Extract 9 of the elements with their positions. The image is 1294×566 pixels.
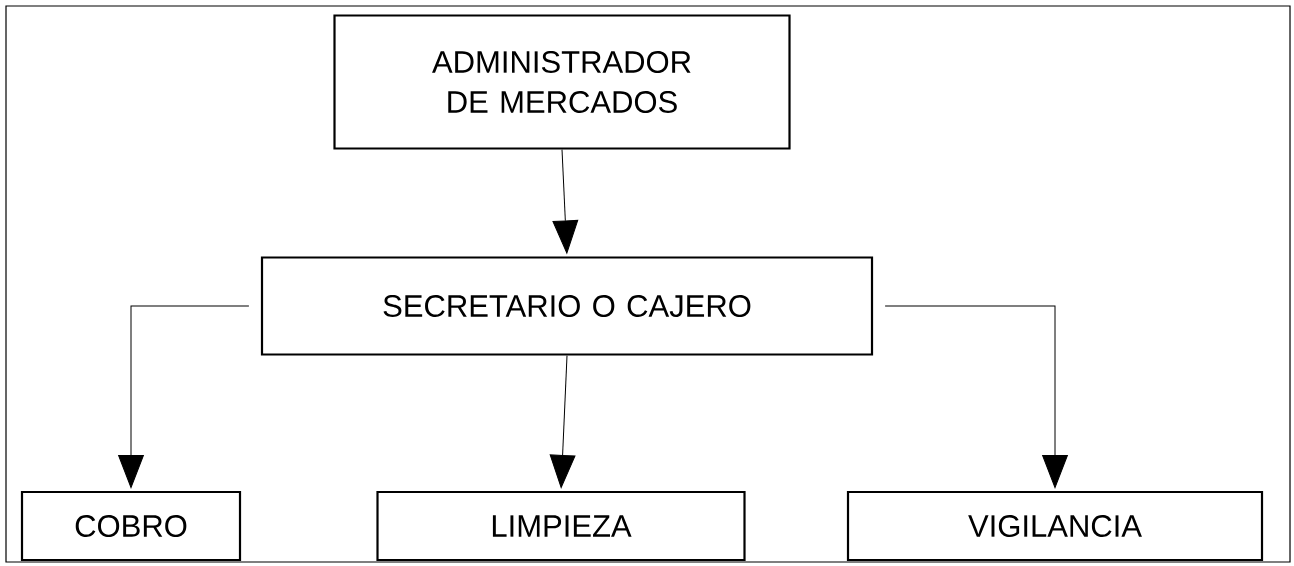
arrow	[884, 305, 1068, 488]
org-box: SECRETARIO O CAJERO	[260, 256, 874, 356]
org-box: VIGILANCIA	[846, 490, 1264, 562]
org-box: COBRO	[20, 490, 242, 562]
org-box: LIMPIEZA	[376, 490, 746, 562]
arrow	[549, 355, 576, 488]
arrow	[118, 305, 250, 488]
org-box: ADMINISTRADOR DE MERCADOS	[333, 14, 791, 150]
arrow	[552, 149, 579, 254]
